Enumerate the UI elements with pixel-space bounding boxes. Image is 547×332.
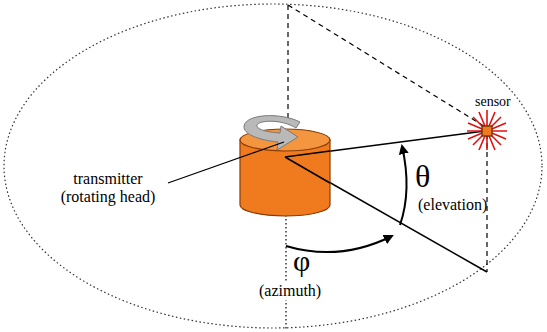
ground-ray [285,157,330,183]
part-label: transmitter (rotating head) [44,170,172,207]
rotation-arrow [244,116,300,150]
projection-line [288,5,487,128]
range-ellipse [4,4,542,328]
vertical-axis-upper [287,5,288,120]
sensor-ray [285,151,330,157]
leader-line [168,142,284,183]
ground-ray [285,157,487,272]
elevation-arc [400,146,407,225]
sensor-symbol [467,110,507,150]
angle-symbol: θ [415,158,430,195]
angle-symbol: φ [293,244,310,279]
angle-label: (elevation) [418,196,487,214]
part-label: sensor [474,94,512,110]
vertical-axis-lower [285,215,286,330]
angle-label: (azimuth) [258,282,322,300]
